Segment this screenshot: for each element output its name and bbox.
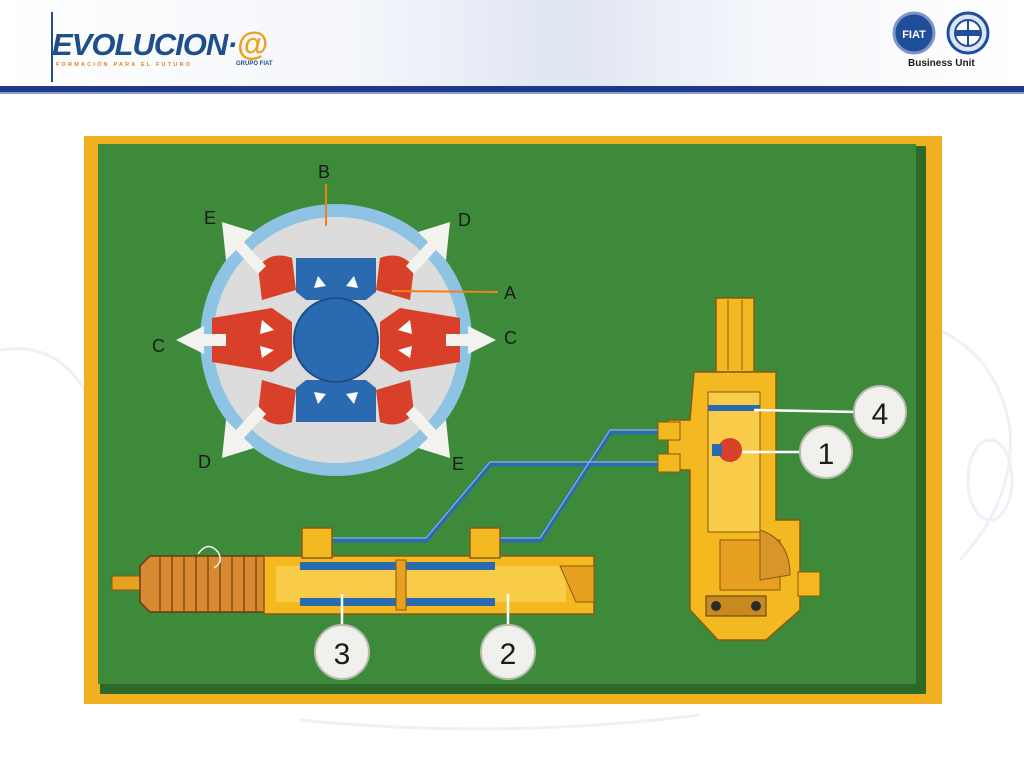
yoke-spring xyxy=(759,529,791,581)
steering-gear-housing xyxy=(657,297,821,641)
valve-bore xyxy=(707,391,761,533)
header-rule-bottom xyxy=(0,92,1024,94)
header-background: FIAT xyxy=(0,0,1024,94)
label-c-left: C xyxy=(152,336,165,356)
bellows-clip xyxy=(197,545,221,569)
valve-rotor xyxy=(296,258,376,422)
background-watermark xyxy=(0,328,1014,731)
fiat-logo-icon: FIAT xyxy=(892,11,936,55)
input-shaft xyxy=(715,297,755,373)
adjuster-plug xyxy=(797,571,821,597)
callout-3: 3 xyxy=(314,624,370,680)
lower-bearing xyxy=(705,595,767,617)
callout-4-label: 4 xyxy=(872,398,889,431)
callout-leaders xyxy=(340,408,859,628)
label-e-bottom: E xyxy=(452,454,464,474)
callout-3-label: 3 xyxy=(334,638,351,671)
logo-group: GRUPO FIAT xyxy=(236,61,273,67)
valve-spool-red xyxy=(718,438,742,462)
label-d-bottom: D xyxy=(198,452,211,472)
label-c-right: C xyxy=(504,328,517,348)
port-fitting-lower xyxy=(657,453,681,473)
logo-tagline: FORMACIÓN PARA EL FUTURO xyxy=(56,62,193,68)
rotary-valve-section xyxy=(176,184,499,476)
rack-end-cap xyxy=(559,565,595,603)
header-rule-top xyxy=(0,86,1024,92)
rack-fitting-right xyxy=(469,527,501,559)
label-b: B xyxy=(318,162,330,182)
callout-2: 2 xyxy=(480,624,536,680)
evolucion-logo: EVOLUCION·@ xyxy=(52,26,268,63)
callout-1-label: 1 xyxy=(818,438,835,471)
fiat-logo-text: FIAT xyxy=(902,29,926,41)
leader-a xyxy=(391,290,499,293)
logo-at: @ xyxy=(236,26,268,62)
callout-1: 1 xyxy=(799,425,853,479)
slide-header: FIAT EVOLUCION·@ FORMACIÓN PARA EL FUTUR… xyxy=(0,0,1024,100)
hydraulic-line-upper xyxy=(500,429,662,543)
bellows-ribs xyxy=(159,556,257,612)
business-unit-label: Business Unit xyxy=(908,58,975,69)
label-e-top: E xyxy=(204,208,216,228)
label-d-top: D xyxy=(458,210,471,230)
callout-2-label: 2 xyxy=(500,638,517,671)
callout-4: 4 xyxy=(853,385,907,439)
rack-fitting-left xyxy=(301,527,333,559)
hydraulic-lines xyxy=(328,429,662,543)
rack-bore xyxy=(276,566,566,602)
outflow-arrows xyxy=(176,222,496,458)
valve-groove-top xyxy=(708,405,760,411)
hydraulic-line-lower xyxy=(328,461,662,543)
logo-text: EVOLUCION· xyxy=(52,27,238,62)
lancia-logo-icon xyxy=(946,11,990,55)
steering-rack xyxy=(111,527,595,615)
valve-spindle xyxy=(293,297,379,383)
label-a: A xyxy=(504,283,516,303)
pressure-chambers xyxy=(212,255,460,425)
internal-flow-arrows xyxy=(260,276,412,404)
port-fitting-upper xyxy=(657,421,681,441)
rack-piston xyxy=(395,559,407,611)
